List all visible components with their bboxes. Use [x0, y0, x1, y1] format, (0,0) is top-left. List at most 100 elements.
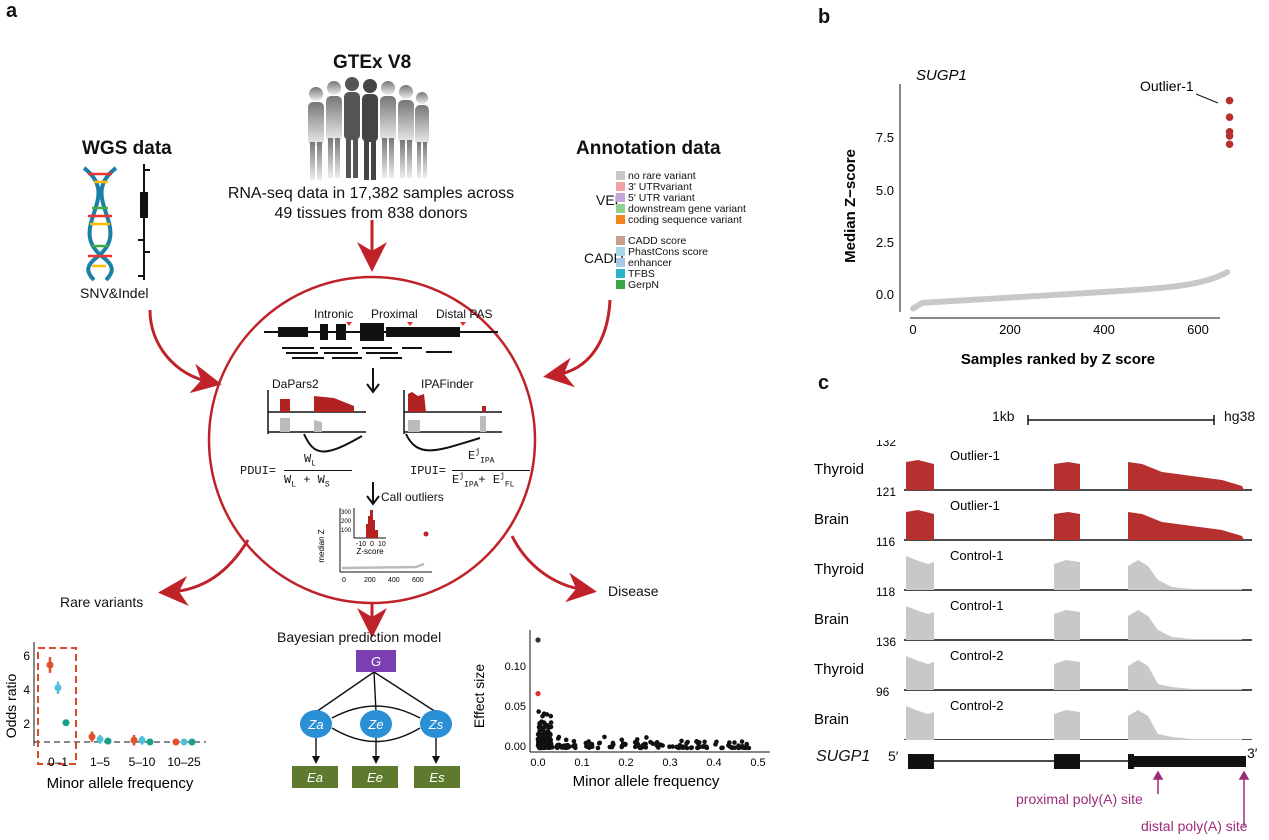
odds-point — [146, 738, 154, 746]
effect-point — [729, 744, 734, 750]
panel-b-xtick: 600 — [1187, 322, 1209, 337]
scale-bar-label: 1kb — [992, 408, 1015, 424]
effect-point — [557, 742, 562, 748]
effect-point — [536, 709, 541, 714]
coverage-block — [906, 656, 934, 690]
intronic-label: Intronic — [314, 307, 354, 321]
effect-ytick: 0.00 — [505, 741, 526, 753]
effect-point — [619, 737, 625, 743]
coverage-block — [1054, 462, 1080, 490]
mini-xtick: 10 — [378, 541, 386, 548]
distal-polya-label: distal poly(A) site — [1141, 818, 1248, 834]
track-max: 121 — [876, 485, 896, 499]
svg-text:Ze: Ze — [367, 717, 383, 732]
mini-outlier-plot: median Z 300 200 100 -10 0 10 Z-score 0 … — [317, 508, 432, 584]
track-sample: Outlier-1 — [950, 448, 1000, 463]
legend-swatch — [616, 204, 625, 213]
distal-pas-label: Distal PAS — [436, 307, 493, 321]
mini-xtick2: 200 — [364, 577, 376, 584]
legend-swatch — [616, 269, 625, 278]
mini-xtick2: 600 — [412, 577, 424, 584]
effect-point — [634, 737, 640, 742]
effect-point — [636, 743, 641, 748]
effect-point — [537, 722, 543, 728]
effect-point — [544, 741, 549, 746]
coverage-block — [1054, 560, 1080, 590]
effect-ytick: 0.10 — [505, 661, 526, 673]
cadd-legend-item: PhastCons score — [616, 246, 708, 258]
effect-point — [572, 742, 577, 748]
panel-b-xtick: 0 — [909, 322, 916, 337]
effect-xtick: 0.0 — [530, 757, 545, 769]
effect-point — [595, 745, 601, 751]
coverage-block — [906, 606, 934, 640]
panel-b-ytick: 7.5 — [876, 130, 894, 145]
effect-point — [681, 744, 687, 750]
effect-point — [620, 741, 626, 746]
odds-point — [138, 736, 146, 744]
effect-point — [537, 731, 543, 737]
odds-point — [172, 738, 180, 746]
effect-point — [704, 745, 710, 751]
effect-point — [678, 745, 683, 750]
effect-point — [545, 722, 550, 728]
effect-point — [697, 744, 703, 750]
effect-point — [571, 738, 577, 744]
cadd-legend-item: CADD score — [616, 235, 708, 247]
odds-point — [188, 738, 196, 746]
coverage-block — [1054, 660, 1080, 690]
vep-legend-item: 3' UTRvariant — [616, 181, 746, 193]
effect-point — [541, 744, 546, 750]
pipeline-circle — [207, 275, 537, 605]
effect-point — [602, 734, 607, 740]
panel-b-chart: SUGP1 Median Z−score 7.5 5.0 2.5 0.0 0 2… — [842, 67, 1234, 368]
effect-point — [744, 741, 750, 747]
effect-point — [550, 744, 555, 750]
arrow-annotation — [543, 299, 612, 388]
effect-point — [739, 739, 745, 744]
track-max: 118 — [876, 585, 895, 599]
legend-swatch — [616, 182, 625, 191]
odds-highlight-box — [37, 647, 77, 765]
effect-point — [685, 739, 690, 745]
arrow-wgs — [148, 309, 222, 394]
odds-point — [62, 719, 70, 727]
mini-ytick: 100 — [341, 528, 352, 534]
gtex-title: GTEx V8 — [333, 52, 412, 73]
outlier-point — [1225, 113, 1234, 121]
effect-point — [696, 740, 702, 745]
svg-text:Za: Za — [307, 717, 323, 732]
gtex-line2: 49 tissues from 838 donors — [274, 205, 468, 222]
effect-size-chart: Effect size 0.10 0.05 0.00 0.0 0.1 0.2 0… — [471, 630, 770, 790]
effect-xtick: 0.1 — [574, 757, 589, 769]
coverage-tracks: Thyroid132Outlier-1Brain121Outlier-1Thyr… — [814, 440, 1252, 740]
three-prime-label: 3′ — [1247, 745, 1258, 761]
effect-point — [714, 739, 719, 745]
outlier-point — [1225, 132, 1234, 140]
mini-xtick: 0 — [370, 541, 374, 548]
odds-point — [46, 661, 54, 669]
effect-xtick: 0.4 — [706, 757, 721, 769]
cadd-legend-item: enhancer — [616, 257, 708, 269]
panel-c-gene-model — [908, 754, 1250, 826]
cadd-legend: CADD score PhastCons score enhancer TFBS… — [616, 235, 708, 291]
legend-swatch — [616, 247, 625, 256]
effect-highlight-point — [535, 637, 541, 643]
panel-c-gene: SUGP1 — [816, 748, 871, 765]
effect-point — [596, 741, 602, 746]
track-sample: Outlier-1 — [950, 498, 1000, 513]
coverage-block — [1054, 512, 1080, 540]
effect-point — [541, 720, 547, 725]
odds-point — [88, 733, 96, 741]
track-sample: Control-2 — [950, 648, 1003, 663]
effect-ylabel: Effect size — [471, 664, 487, 729]
odds-xtick: 1–5 — [90, 755, 110, 769]
track-tissue: Thyroid — [814, 661, 864, 678]
arrow-rare — [158, 539, 250, 606]
proximal-label: Proximal — [371, 307, 418, 321]
background-point — [1224, 269, 1231, 276]
effect-point — [679, 738, 684, 744]
